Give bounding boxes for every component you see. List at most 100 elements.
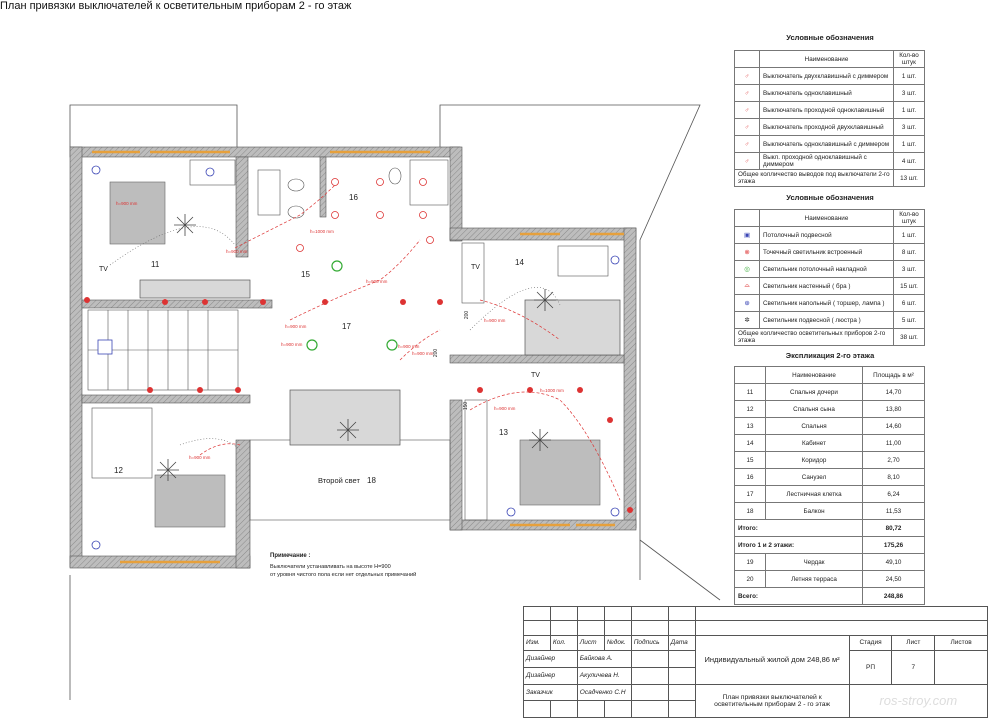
switch-icon: ♂: [734, 118, 760, 136]
row-name: Выключатель проходной двухклавишный: [759, 118, 894, 136]
dimension-label: 200: [433, 348, 440, 358]
total-value: 80,72: [862, 519, 925, 537]
project-name: Индивидуальный жилой дом 248,86 м²: [694, 634, 850, 685]
row-name: Кабинет: [765, 434, 863, 452]
role: Заказчик: [523, 683, 578, 702]
dimension-label: 150: [463, 401, 470, 411]
room-label-13: 13: [499, 428, 508, 437]
table-row: ⊕Светильник напольный ( торшер, лампа )6…: [734, 294, 925, 312]
stamp-header: Лист: [576, 634, 605, 652]
stage-value: РП: [848, 650, 893, 685]
col-name: Наименование: [765, 366, 863, 384]
row-name: Точечный светильник встроенный: [759, 243, 894, 261]
switch-icon: ♂: [734, 67, 760, 85]
height-tag: h=900 mm: [285, 324, 307, 329]
row-num: 12: [734, 400, 766, 418]
row-num: 16: [734, 468, 766, 486]
row-name: Коридор: [765, 451, 863, 469]
height-tag: h=900 mm: [484, 318, 506, 323]
height-tag: h=1000 mm: [310, 229, 334, 234]
room-label-14: 14: [515, 258, 524, 267]
total-label: Всего:: [734, 587, 863, 605]
total-qty: 38 шт.: [893, 328, 925, 346]
table-row: ♂Выкл. проходной одноклавишный с диммеро…: [734, 152, 925, 170]
row-num: 19: [734, 553, 766, 571]
height-tag: h=1000 mm: [540, 388, 564, 393]
row-area: 24,50: [862, 570, 925, 588]
height-tag: h=900 mm: [226, 249, 248, 254]
row-name: Выкл. проходной одноклавишный с диммером: [759, 152, 894, 170]
col-name: Наименование: [759, 209, 894, 227]
person-name: Осадченко С.Н: [576, 683, 632, 702]
row-name: Чердак: [765, 553, 863, 571]
row-qty: 4 шт.: [893, 152, 925, 170]
row-num: 14: [734, 434, 766, 452]
tv-label: TV: [531, 372, 540, 379]
col-qty: Кол-во штук: [893, 209, 925, 227]
row-qty: 1 шт.: [893, 226, 925, 244]
row-num: 17: [734, 485, 766, 503]
row-num: 13: [734, 417, 766, 435]
switch-icon: ♂: [734, 135, 760, 153]
total-row: Общее колличество выводов под выключател…: [734, 169, 925, 187]
height-tag: h=900 mm: [494, 406, 516, 411]
sheet-header: Лист: [891, 634, 936, 652]
total-label: Итого:: [734, 519, 863, 537]
row-name: Светильник настенный ( бра ): [759, 277, 894, 295]
height-tag: h=900 mm: [116, 201, 138, 206]
row-name: Спальня сына: [765, 400, 863, 418]
row-num: 11: [734, 383, 766, 401]
row-name: Балкон: [765, 502, 863, 520]
role: Дизайнер: [523, 666, 578, 685]
tv-label: TV: [99, 266, 108, 273]
room-label-17: 17: [342, 322, 351, 331]
switch-icon: ♂: [734, 101, 760, 119]
chandelier-icon: ✲: [734, 311, 760, 329]
col-qty: Кол-во штук: [893, 50, 925, 68]
stamp-header: Изм.: [523, 634, 551, 652]
row-qty: 15 шт.: [893, 277, 925, 295]
row-qty: 1 шт.: [893, 135, 925, 153]
row-qty: 1 шт.: [893, 101, 925, 119]
row-name: Лестничная клетка: [765, 485, 863, 503]
lights-heading: Условные обозначения: [786, 193, 874, 202]
col-area: Площадь в м²: [862, 366, 925, 384]
height-tag: h=900 mm: [412, 351, 434, 356]
row-qty: 3 шт.: [893, 118, 925, 136]
person-name: Байкова А.: [576, 650, 632, 668]
note-heading: Примечание :: [270, 553, 311, 559]
room-label-18: 18: [367, 476, 376, 485]
sheet-value: 7: [891, 650, 936, 685]
row-name: Спальня дочери: [765, 383, 863, 401]
tv-label: TV: [471, 264, 480, 271]
height-tag: h=900 mm: [281, 342, 303, 347]
row-qty: 8 шт.: [893, 243, 925, 261]
row-area: 14,60: [862, 417, 925, 435]
row-area: 14,70: [862, 383, 925, 401]
total-qty: 13 шт.: [893, 169, 925, 187]
spot-light-icon: ⊗: [734, 243, 760, 261]
row-name: Светильник потолочный накладной: [759, 260, 894, 278]
sheets-header: Листов: [934, 634, 988, 652]
second-light-label: Второй свет: [318, 476, 360, 485]
ceiling-mounted-icon: ◎: [734, 260, 760, 278]
total-value: 248,86: [862, 587, 925, 605]
drawing-name: План привязки выключателей к осветительн…: [694, 683, 850, 718]
row-qty: 5 шт.: [893, 311, 925, 329]
room-label-12: 12: [114, 466, 123, 475]
row-name: Светильник подвесной ( люстра ): [759, 311, 894, 329]
row-name: Потолочный подвесной: [759, 226, 894, 244]
